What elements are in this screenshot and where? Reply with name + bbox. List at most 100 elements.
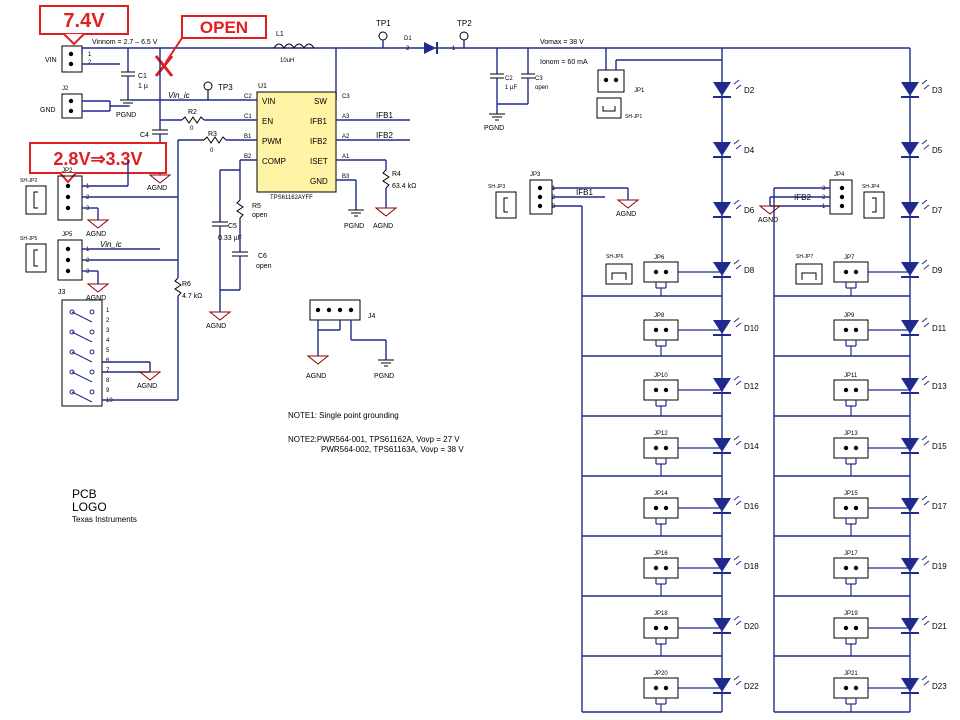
led-label-d3: D3 [932,86,943,95]
pcb-logo-line3: Texas Instruments [72,515,137,524]
svg-text:1: 1 [88,52,92,58]
u1-part-number: TPS61162AYFF [270,195,313,201]
r2-label: R2 [188,109,197,116]
pgnd-label-u1: PGND [344,223,364,230]
led-label-d12: D12 [744,382,759,391]
ball-a1: A1 [342,154,350,160]
pcb-logo-line1: PCB [72,487,97,501]
led-label-d5: D5 [932,146,943,155]
led-d22: D22 [713,675,759,694]
led-label-d21: D21 [932,622,947,631]
jumper-jp12: JP12 [582,431,722,477]
svg-text:2: 2 [88,60,92,66]
agnd-label-jp4: AGND [758,217,778,224]
c1-value: 1 µ [138,83,148,90]
d1-pin2: 2 [406,46,410,52]
ball-c3: C3 [342,94,350,100]
svg-text:3: 3 [86,206,90,212]
led-d17: D17 [901,495,947,514]
l1-label: L1 [276,31,284,38]
sh-jp7-label: SH-JP7 [796,254,813,260]
jumper-jp15: JP15 [774,491,910,537]
led-label-d8: D8 [744,266,755,275]
svg-text:5: 5 [106,348,110,354]
agnd-label-comp: AGND [206,323,226,330]
jp4-label: JP4 [834,172,845,178]
r2-value: 0 [190,126,194,132]
sh-jp4-label: SH-JP4 [862,184,879,190]
agnd-label-jp5: AGND [86,295,106,302]
led-d15: D15 [901,435,947,454]
jumper-label-jp19: JP19 [844,611,858,617]
led-label-d2: D2 [744,86,755,95]
c3-value: open [535,85,548,91]
jp3-net-ifb1: IFB1 [576,188,593,197]
jumper-label-jp7: JP7 [844,255,855,261]
net-ifb2-label: IFB2 [376,131,393,140]
jumper-jp11: JP11 [774,373,910,417]
c4-label: C4 [140,132,149,139]
agnd-label-r4: AGND [373,223,393,230]
pin-ifb1: IFB1 [310,117,327,126]
jumper-jp7: JP7 [774,255,910,297]
sh-jp6-label: SH-JP6 [606,254,623,260]
pin-vin: VIN [262,97,276,106]
jumper-label-jp6: JP6 [654,255,665,261]
svg-text:4: 4 [106,338,110,344]
led-label-d16: D16 [744,502,759,511]
svg-text:6: 6 [106,358,110,364]
pgnd-label-out: PGND [484,125,504,132]
led-d3: D3 [901,79,943,98]
jumper-label-jp20: JP20 [654,671,668,677]
agnd-label-jp2: AGND [86,231,106,238]
led-d20: D20 [713,615,759,634]
svg-text:3: 3 [86,269,90,275]
led-d2: D2 [713,79,755,98]
jp1-label: JP1 [634,88,645,94]
svg-text:3: 3 [552,204,556,210]
led-d13: D13 [901,375,947,394]
svg-text:3: 3 [106,328,110,334]
led-d16: D16 [713,495,759,514]
pin-iset: ISET [310,157,328,166]
led-label-d23: D23 [932,682,947,691]
led-d9: D9 [901,259,943,278]
gnd-connector-label: GND [40,107,56,114]
led-d10: D10 [713,317,759,336]
jumper-label-jp15: JP15 [844,491,858,497]
ball-c1: C1 [244,114,252,120]
jumper-jp10: JP10 [582,373,722,417]
sh-jp4-shunt [863,191,885,219]
u1-label: U1 [258,83,267,90]
r6-label: R6 [182,281,191,288]
jumper-label-jp9: JP9 [844,313,855,319]
c2-label: C2 [505,76,513,82]
vin-voltage-text: 7.4V [63,10,105,32]
vomax-label: Vomax = 38 V [540,39,584,46]
svg-text:2: 2 [552,195,556,201]
led-d19: D19 [901,555,947,574]
r4-value: 63.4 kΩ [392,183,416,190]
svg-text:1: 1 [86,247,90,253]
vin-ic-change-text: 2.8V⇒3.3V [53,149,142,169]
c5-label: C5 [228,223,237,230]
jumper-label-jp17: JP17 [844,551,858,557]
sh-jp1-label: SH-JP1 [625,114,642,120]
jumper-label-jp14: JP14 [654,491,668,497]
agnd-label-j3: AGND [137,383,157,390]
svg-text:2: 2 [106,318,110,324]
led-d7: D7 [901,199,943,218]
jumper-label-jp11: JP11 [844,373,858,379]
led-d4: D4 [713,139,755,158]
open-callout-text: OPEN [200,18,248,37]
agnd-label-jp3: AGND [616,211,636,218]
sh-jp3-shunt [495,191,517,219]
jumper-jp18: JP18 [582,611,722,657]
led-label-d14: D14 [744,442,759,451]
c2-value: 1 µF [505,85,517,91]
r6-value: 4.7 kΩ [182,293,202,300]
ball-a2: A2 [342,134,350,140]
j1-connector [61,45,83,73]
led-d5: D5 [901,139,943,158]
c6-value: open [256,263,272,270]
